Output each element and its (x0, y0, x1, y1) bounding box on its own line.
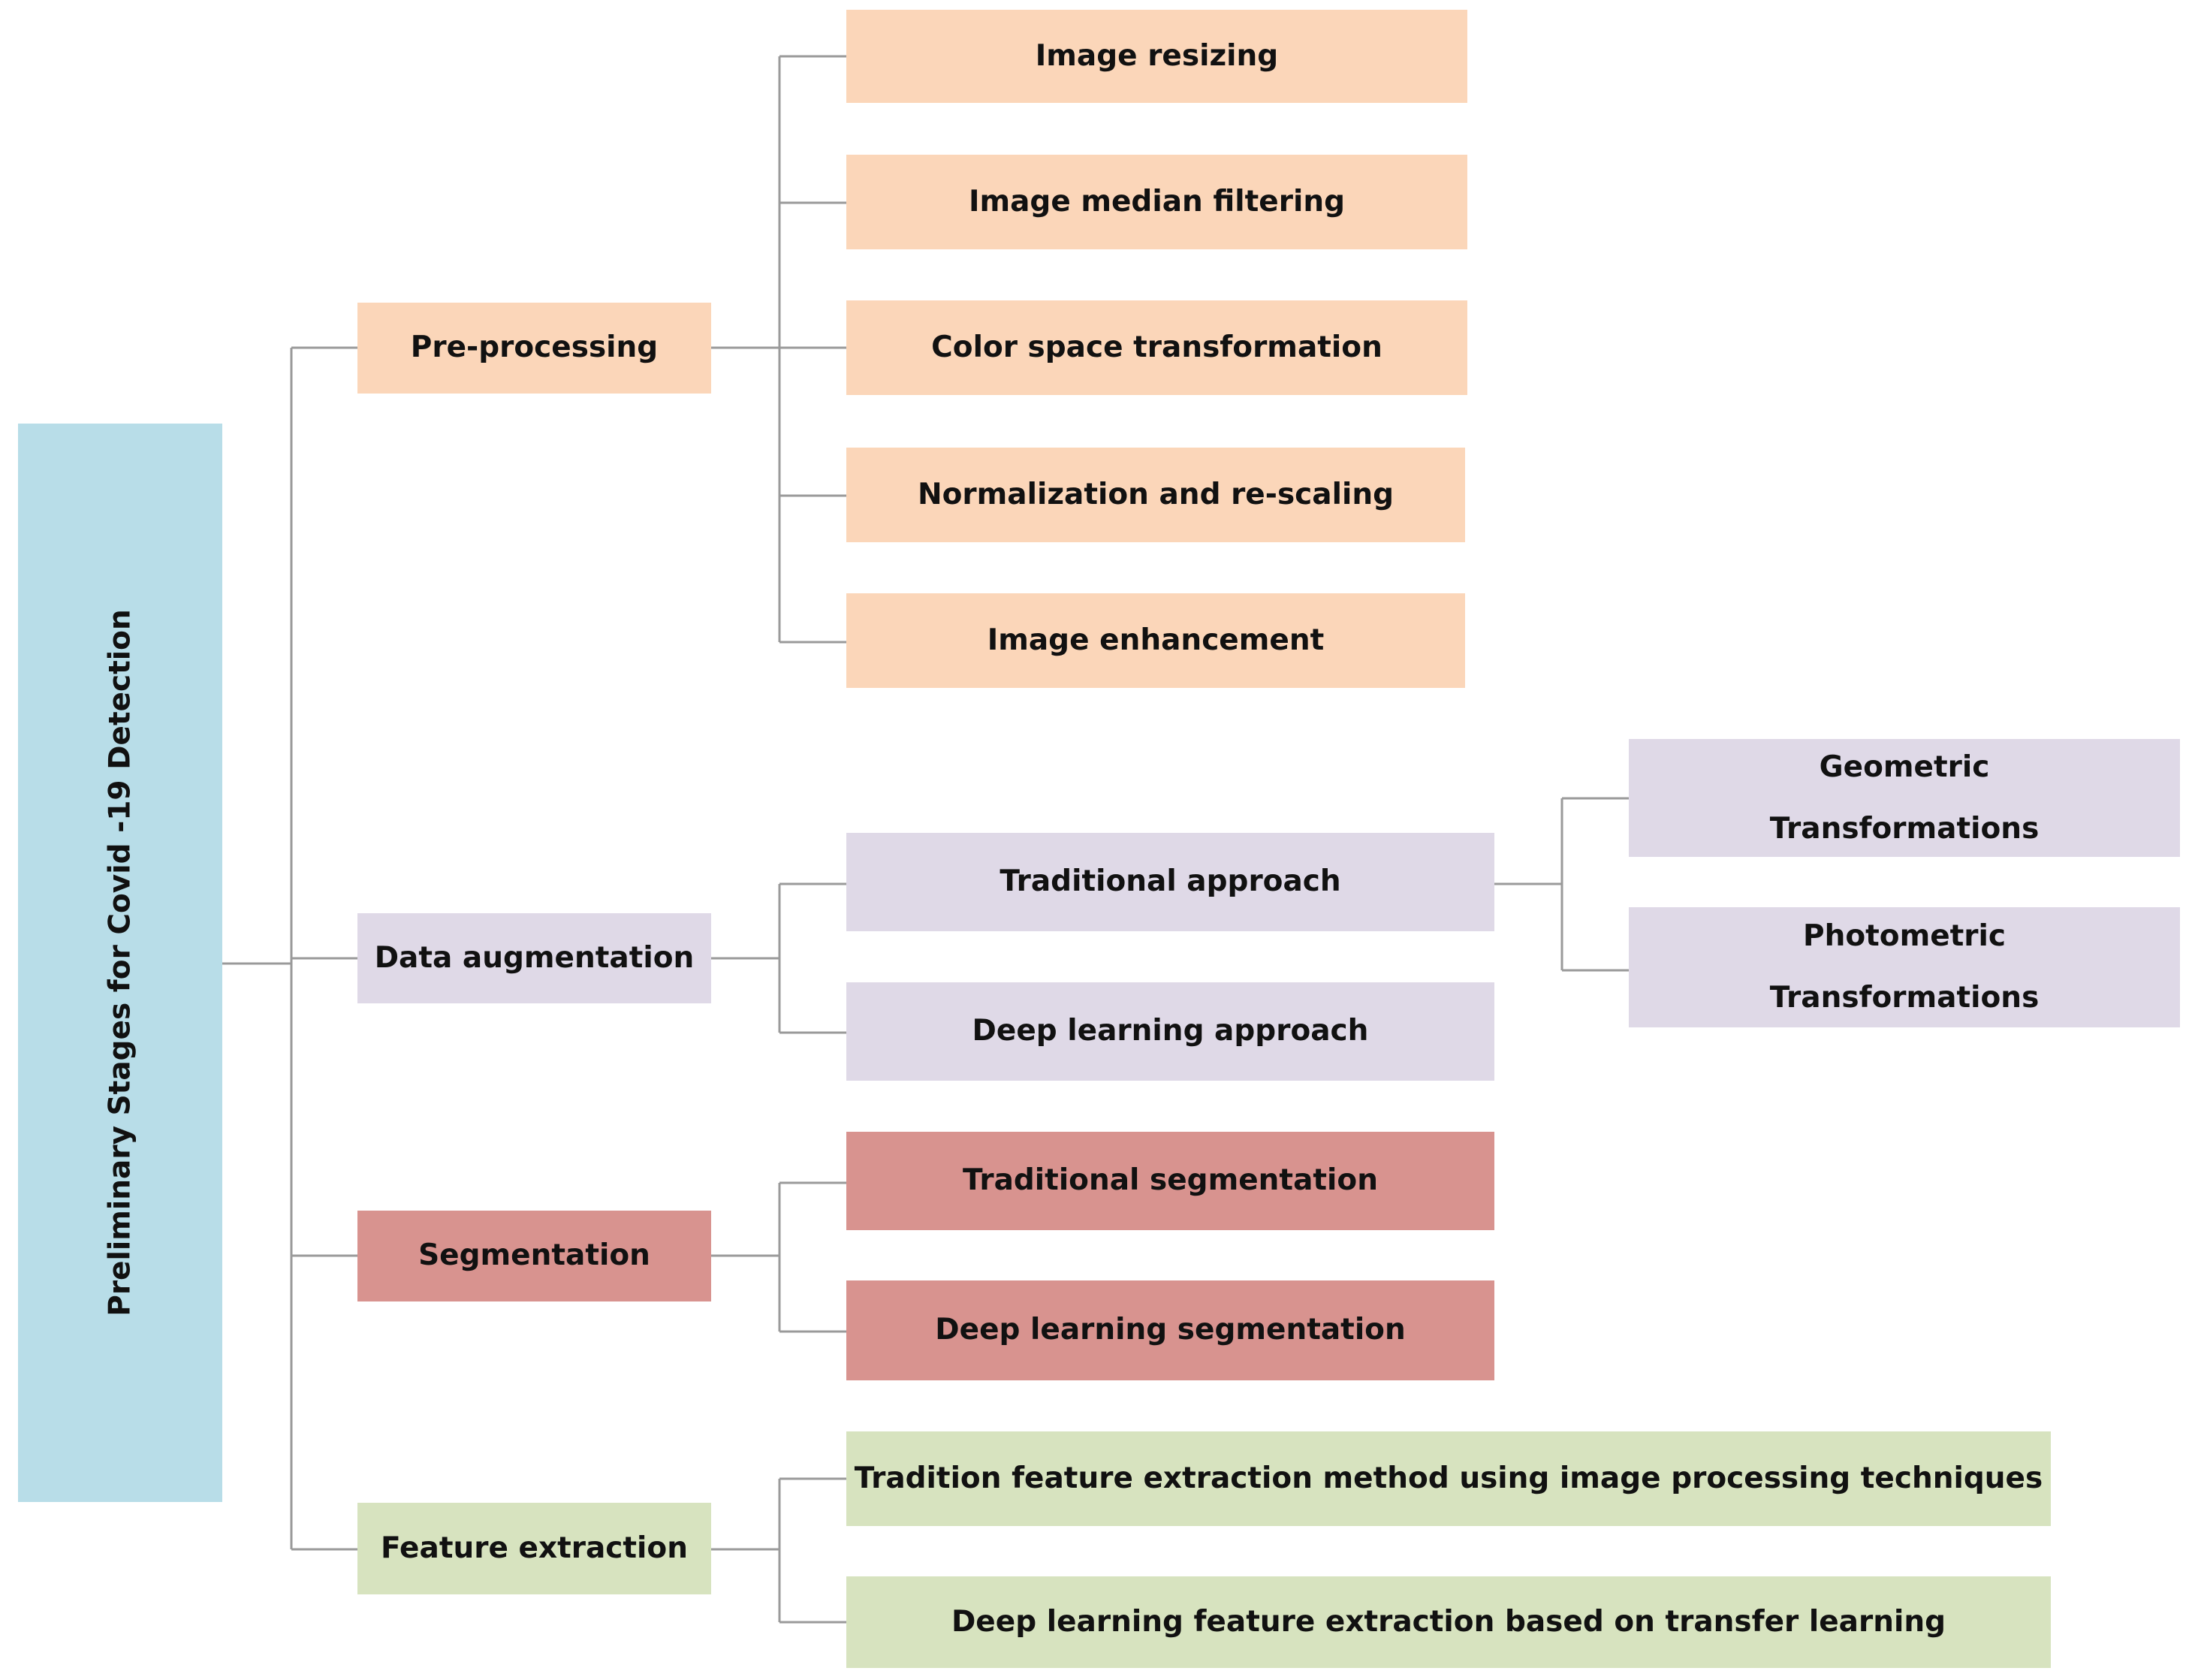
node-feature-extraction: Feature extraction (357, 1503, 711, 1594)
node-deep-learning-feature-extraction: Deep learning feature extraction based o… (846, 1576, 2051, 1668)
root-label: Preliminary Stages for Covid -19 Detecti… (103, 609, 137, 1317)
node-deep-learning-segmentation-label: Deep learning segmentation (935, 1313, 1406, 1347)
node-preprocessing: Pre-processing (357, 303, 711, 394)
node-traditional-segmentation-label: Traditional segmentation (963, 1163, 1378, 1198)
node-normalization-rescaling: Normalization and re-scaling (846, 448, 1465, 542)
node-photometric-line-1: Photometric (1802, 919, 2007, 954)
node-deep-learning-segmentation: Deep learning segmentation (846, 1280, 1494, 1380)
root-node: Preliminary Stages for Covid -19 Detecti… (18, 424, 222, 1502)
node-deep-learning-approach-label: Deep learning approach (972, 1014, 1369, 1048)
node-segmentation-label: Segmentation (418, 1238, 650, 1273)
node-deep-learning-approach: Deep learning approach (846, 982, 1494, 1081)
node-feature-extraction-label: Feature extraction (381, 1531, 688, 1565)
node-image-median-filtering: Image median filtering (846, 155, 1467, 249)
node-normalization-rescaling-label: Normalization and re-scaling (917, 477, 1394, 511)
node-image-median-filtering-label: Image median filtering (968, 184, 1346, 219)
node-data-augmentation: Data augmentation (357, 913, 711, 1003)
node-geometric-line-2: Transformations (1769, 811, 2040, 846)
node-photometric-transformations: Photometric Transformations (1629, 907, 2180, 1027)
node-traditional-approach-label: Traditional approach (1000, 864, 1341, 899)
node-geometric-transformations: Geometric Transformations (1629, 739, 2180, 857)
node-data-augmentation-label: Data augmentation (374, 940, 695, 975)
node-segmentation: Segmentation (357, 1211, 711, 1301)
node-deep-learning-feature-extraction-label: Deep learning feature extraction based o… (951, 1604, 1946, 1639)
node-photometric-line-2: Transformations (1769, 981, 2040, 1015)
node-image-resizing-label: Image resizing (1035, 38, 1279, 73)
node-image-enhancement: Image enhancement (846, 593, 1465, 688)
node-image-enhancement-label: Image enhancement (987, 623, 1325, 657)
node-traditional-approach: Traditional approach (846, 833, 1494, 931)
node-color-space-transformation-label: Color space transformation (931, 330, 1382, 364)
node-color-space-transformation: Color space transformation (846, 300, 1467, 395)
node-preprocessing-label: Pre-processing (410, 330, 659, 365)
node-traditional-feature-extraction: Tradition feature extraction method usin… (846, 1431, 2051, 1526)
node-geometric-line-1: Geometric (1819, 750, 1990, 784)
node-traditional-feature-extraction-label: Tradition feature extraction method usin… (854, 1461, 2043, 1495)
node-image-resizing: Image resizing (846, 10, 1467, 103)
node-traditional-segmentation: Traditional segmentation (846, 1132, 1494, 1230)
